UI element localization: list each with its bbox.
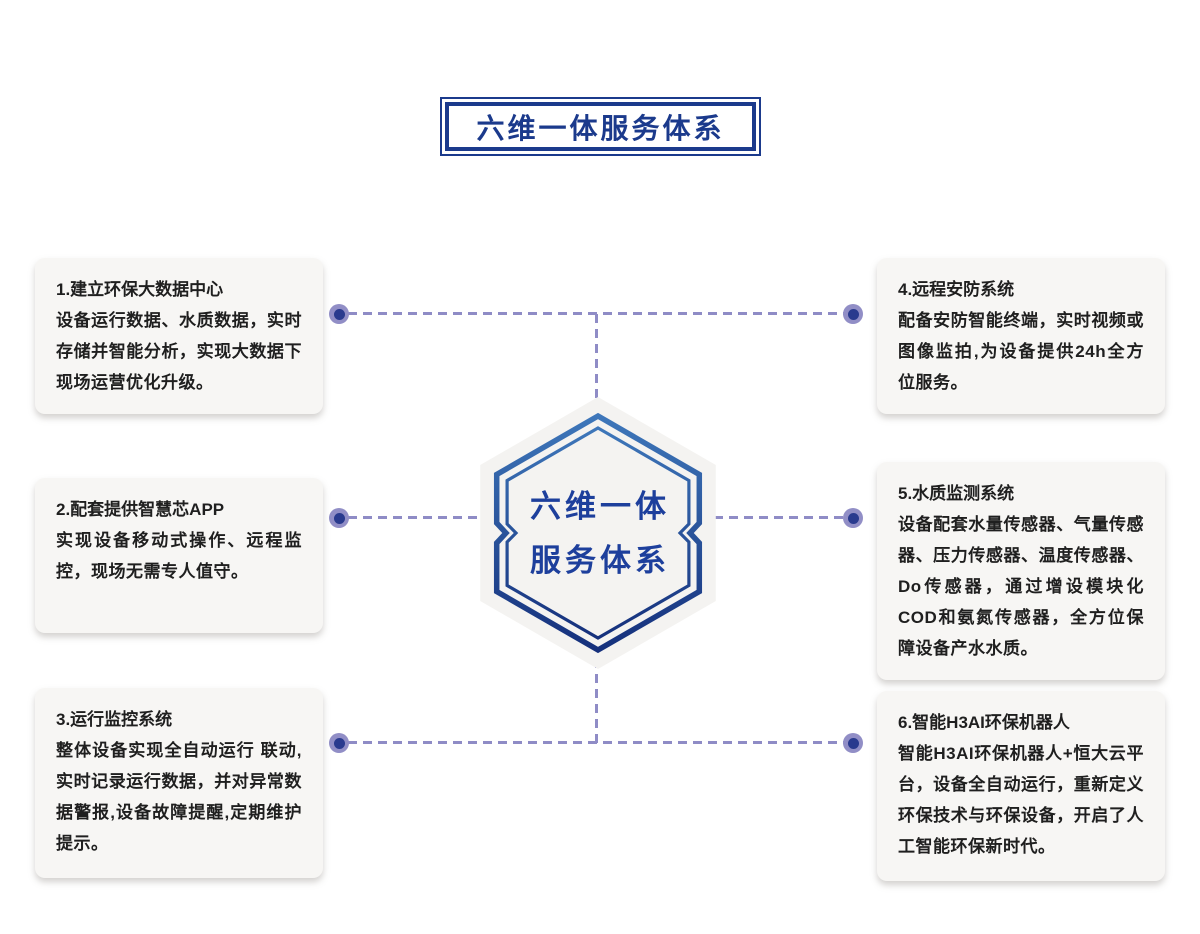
hexagon-icon: 六维一体 服务体系 bbox=[480, 397, 716, 669]
dashed-connector-top bbox=[348, 312, 845, 315]
service-card-2: 2.配套提供智慧芯APP 实现设备移动式操作、远程监控，现场无需专人值守。 bbox=[35, 478, 323, 633]
connector-dot-core bbox=[847, 308, 859, 320]
hexagon-label-line1: 六维一体 bbox=[530, 489, 670, 524]
page-title: 六维一体服务体系 bbox=[445, 102, 756, 151]
connector-dot-icon bbox=[329, 304, 349, 324]
connector-dot-icon bbox=[843, 508, 863, 528]
service-card-3: 3.运行监控系统 整体设备实现全自动运行 联动,实时记录运行数据，并对异常数据警… bbox=[35, 688, 323, 878]
connector-dot-icon bbox=[843, 733, 863, 753]
hexagon-background bbox=[480, 397, 716, 669]
connector-dot-icon bbox=[843, 304, 863, 324]
dashed-connector-middle-left bbox=[348, 516, 482, 519]
service-card-4: 4.远程安防系统 配备安防智能终端，实时视频或图像监拍,为设备提供24h全方位服… bbox=[877, 258, 1165, 414]
dashed-connector-middle-right bbox=[714, 516, 845, 519]
hexagon-outer-outline bbox=[493, 412, 703, 654]
connector-dot-core bbox=[847, 737, 859, 749]
page-title-box: 六维一体服务体系 bbox=[440, 97, 761, 156]
card-title: 2.配套提供智慧芯APP bbox=[56, 500, 225, 519]
card-body: 设备运行数据、水质数据，实时存储并智能分析，实现大数据下现场运营优化升级。 bbox=[56, 311, 302, 392]
connector-dot-icon bbox=[329, 508, 349, 528]
service-card-1: 1.建立环保大数据中心 设备运行数据、水质数据，实时存储并智能分析，实现大数据下… bbox=[35, 258, 323, 414]
card-title: 3.运行监控系统 bbox=[56, 710, 173, 729]
card-body: 设备配套水量传感器、气量传感器、压力传感器、温度传感器、Do传感器，通过增设模块… bbox=[898, 515, 1144, 658]
connector-dot-core bbox=[847, 512, 859, 524]
card-title: 1.建立环保大数据中心 bbox=[56, 280, 224, 299]
card-body: 实现设备移动式操作、远程监控，现场无需专人值守。 bbox=[56, 531, 302, 581]
service-card-6: 6.智能H3AI环保机器人 智能H3AI环保机器人+恒大云平台，设备全自动运行，… bbox=[877, 691, 1165, 881]
card-title: 6.智能H3AI环保机器人 bbox=[898, 713, 1070, 732]
connector-dot-core bbox=[333, 512, 345, 524]
card-title: 4.远程安防系统 bbox=[898, 280, 1015, 299]
hexagon-label-line2: 服务体系 bbox=[530, 543, 670, 578]
connector-dot-core bbox=[333, 737, 345, 749]
service-card-5: 5.水质监测系统 设备配套水量传感器、气量传感器、压力传感器、温度传感器、Do传… bbox=[877, 462, 1165, 680]
hexagon-inner-outline bbox=[505, 426, 691, 640]
card-body: 配备安防智能终端，实时视频或图像监拍,为设备提供24h全方位服务。 bbox=[898, 311, 1144, 392]
connector-dot-icon bbox=[329, 733, 349, 753]
card-body: 智能H3AI环保机器人+恒大云平台，设备全自动运行，重新定义环保技术与环保设备，… bbox=[898, 744, 1144, 856]
connector-dot-core bbox=[333, 308, 345, 320]
card-body: 整体设备实现全自动运行 联动,实时记录运行数据，并对异常数据警报,设备故障提醒,… bbox=[56, 741, 302, 853]
hexagon-badge: 六维一体 服务体系 bbox=[448, 383, 748, 683]
card-title: 5.水质监测系统 bbox=[898, 484, 1015, 503]
